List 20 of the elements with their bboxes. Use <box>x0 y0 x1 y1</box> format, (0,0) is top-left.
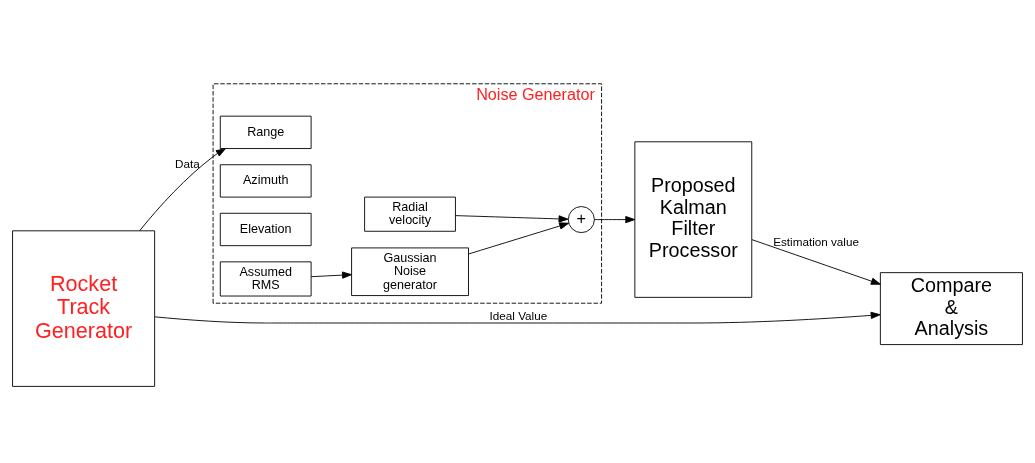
node-box: Range <box>219 115 312 149</box>
arrow <box>751 239 881 285</box>
node-box: Compare & Analysis <box>879 272 1023 346</box>
node-box: Radial velocity <box>364 196 456 232</box>
arrow <box>468 222 570 255</box>
edge-label: Data <box>175 156 200 170</box>
node-circle: + <box>567 206 595 234</box>
arrow <box>310 271 352 279</box>
arrow <box>455 215 569 223</box>
arrow <box>139 148 226 232</box>
node-box: Assumed RMS <box>219 261 312 297</box>
node-box: Rocket Track Generator <box>12 230 156 387</box>
node-box: Gaussian Noise generator <box>351 247 469 296</box>
edge-label: Ideal Value <box>489 308 548 322</box>
node-box: Azimuth <box>219 164 312 198</box>
edge-label: Estimation value <box>773 235 859 249</box>
node-box: Proposed Kalman Filter Processor <box>634 141 753 298</box>
arrow <box>594 216 636 224</box>
node-box: Elevation <box>219 212 312 247</box>
arrow <box>154 311 881 324</box>
